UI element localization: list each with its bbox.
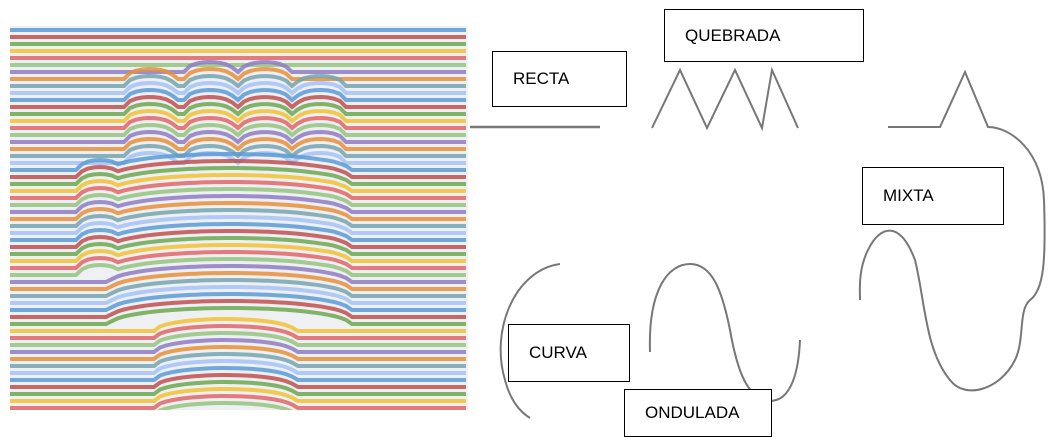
quebrada-label-box: QUEBRADA [664, 9, 864, 62]
curved-line [499, 263, 561, 419]
stripe [10, 236, 466, 256]
stripe [10, 243, 466, 263]
stripe [10, 229, 466, 249]
stripe [10, 59, 466, 75]
stripe [10, 352, 466, 368]
stripe [157, 401, 294, 410]
stripe [10, 278, 466, 298]
stripe [10, 306, 466, 326]
stripe [10, 380, 466, 396]
stripe [10, 201, 466, 221]
stripe [10, 136, 466, 152]
stripe [10, 80, 466, 96]
stripe [10, 180, 466, 200]
stripe [10, 338, 466, 354]
recta-label: RECTA [513, 69, 570, 88]
curva-label: CURVA [529, 343, 587, 362]
stripe [10, 285, 466, 305]
stripe [10, 222, 466, 242]
stripe [10, 166, 466, 186]
stripe [10, 115, 466, 131]
mixta-label-box: MIXTA [862, 167, 1004, 225]
stripe [10, 250, 466, 270]
stripe [10, 122, 466, 138]
ondulada-label: ONDULADA [645, 403, 740, 422]
stripe [10, 173, 466, 193]
stripe [10, 159, 466, 179]
stripe [10, 194, 466, 214]
mixed-line [858, 69, 1046, 392]
stripe [10, 324, 466, 340]
stripe [10, 394, 466, 410]
ondulada-label-box: ONDULADA [624, 389, 772, 437]
stripe [10, 94, 466, 110]
stripe [10, 345, 466, 361]
stripe [10, 387, 466, 403]
stripe [10, 366, 466, 382]
stripe [10, 66, 466, 82]
stripe [10, 271, 466, 291]
broken-line [651, 66, 799, 132]
stripe [10, 108, 466, 124]
stripe [10, 208, 466, 228]
stripe [10, 257, 466, 277]
stripe [10, 264, 466, 284]
stripe [10, 152, 466, 172]
stripe [10, 187, 466, 207]
stripe [10, 292, 466, 312]
stripe [10, 299, 466, 319]
stripe [10, 317, 466, 333]
stripe [10, 87, 466, 103]
recta-label-box: RECTA [492, 51, 627, 107]
stripe [10, 373, 466, 389]
stripe [10, 359, 466, 375]
mixta-label: MIXTA [883, 186, 934, 205]
stripe [10, 215, 466, 235]
stripe [10, 129, 466, 145]
curva-label-box: CURVA [508, 324, 630, 382]
quebrada-label: QUEBRADA [685, 25, 781, 45]
hand-line-art-image [10, 26, 468, 410]
stripe [10, 73, 466, 89]
stripe [10, 331, 466, 347]
striped-hand-illustration [10, 26, 468, 410]
stripe [10, 101, 466, 117]
wavy-line [648, 262, 801, 402]
